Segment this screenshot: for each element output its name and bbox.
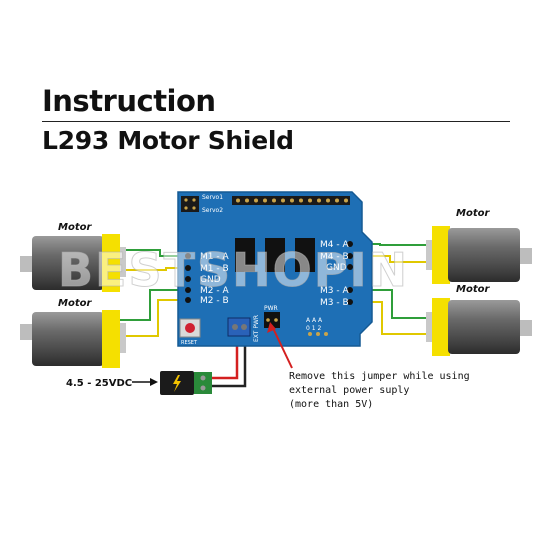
- lightning-icon: [173, 375, 181, 392]
- pin-label-m4a: M4 - A: [320, 240, 349, 250]
- note-line-2: external power suply: [289, 385, 409, 396]
- pin-label-m2a: M2 - A: [200, 286, 229, 296]
- motor-label-bottom-right: Motor: [456, 284, 490, 295]
- pin-label-gnd-right: GND: [326, 263, 347, 273]
- watermark: BESTSHOPIN: [58, 243, 409, 297]
- l293-chip: [265, 238, 285, 272]
- shift-register-chip: [295, 238, 315, 272]
- title-divider: [42, 121, 510, 122]
- motor-bottom-right: [426, 298, 532, 356]
- motor-top-right: [426, 226, 532, 284]
- dc-power-source: [160, 371, 212, 395]
- analog-label-num: 0 1 2: [306, 325, 321, 332]
- analog-label-a: A A A: [306, 317, 323, 324]
- reset-label: RESET: [181, 340, 198, 346]
- servo2-label: Servo2: [202, 207, 223, 214]
- pin-label-m4b: M4 - B: [320, 252, 349, 262]
- power-wires: [212, 336, 247, 388]
- pin-label-m1b: M1 - B: [200, 264, 229, 274]
- l293-chip: [235, 238, 255, 272]
- note-arrow: [271, 325, 293, 369]
- power-arrow-head: [150, 378, 158, 386]
- motor-label-bottom-left: Motor: [58, 298, 92, 309]
- pin-label-gnd-left: GND: [200, 275, 221, 285]
- motor-top-left: [20, 234, 126, 292]
- pin-label-m1a: M1 - A: [200, 252, 229, 262]
- pwr-jumper-label: PWR: [264, 305, 278, 312]
- note-line-1: Remove this jumper while using: [289, 371, 470, 382]
- pwr-jumper: [264, 312, 280, 328]
- motor-bottom-left: [20, 310, 126, 368]
- page-title: Instruction: [42, 84, 216, 118]
- pin-label-m2b: M2 - B: [200, 296, 229, 306]
- pin-label-m3b: M3 - B: [320, 298, 349, 308]
- ext-pwr-label: EXT PWR: [253, 315, 260, 342]
- shield-board: [177, 191, 373, 347]
- pin-label-m3a: M3 - A: [320, 286, 349, 296]
- note-line-3: (more than 5V): [289, 399, 373, 410]
- power-label: 4.5 - 25VDC: [66, 378, 132, 389]
- reset-button-cap: [185, 323, 195, 333]
- analog-pins: [308, 332, 328, 336]
- motor-label-top-left: Motor: [58, 222, 92, 233]
- note-arrow-head: [267, 322, 276, 333]
- ext-pwr-terminal: [227, 317, 251, 337]
- servo1-label: Servo1: [202, 194, 223, 201]
- motor-label-top-right: Motor: [456, 208, 490, 219]
- page-subtitle: L293 Motor Shield: [42, 126, 294, 155]
- servo-header: [181, 196, 199, 212]
